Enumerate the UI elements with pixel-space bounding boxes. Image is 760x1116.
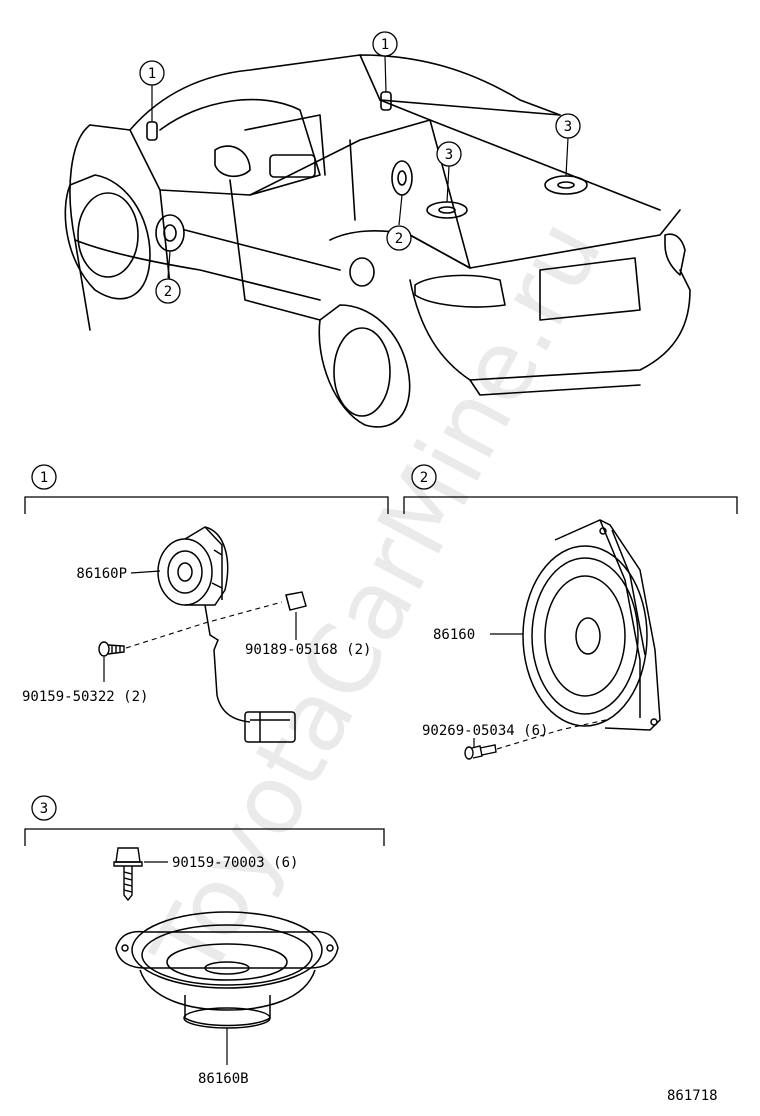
callout-2-rear-door: 2 <box>386 225 412 251</box>
bolt-90269-05034-illustration <box>464 744 497 760</box>
section-3-rear-shelf-speaker: 3 90159-70003 (6) 86160B <box>24 795 385 1087</box>
tweeter-86160p-illustration <box>157 526 296 743</box>
part-label-90269-05034: 90269-05034 (6) <box>422 723 548 739</box>
callout-3-left-shelf: 3 <box>436 141 462 167</box>
section-1-number: 1 <box>40 470 48 486</box>
part-label-90159-70003: 90159-70003 (6) <box>172 855 298 871</box>
car-overview-illustration <box>64 54 691 428</box>
speaker-86160-illustration <box>522 519 661 731</box>
svg-text:3: 3 <box>445 147 453 163</box>
watermark-text: ToyotaCarMine.ru <box>131 202 624 996</box>
clip-90189-05168-illustration <box>285 591 307 611</box>
overview-leader-lines <box>151 55 569 279</box>
svg-text:2: 2 <box>164 284 172 300</box>
watermark: ToyotaCarMine.ru <box>131 202 624 996</box>
part-label-90189-05168: 90189-05168 (2) <box>245 642 371 658</box>
callout-1-front-tweeter: 1 <box>139 60 165 86</box>
screw-90159-50322-illustration <box>98 641 125 657</box>
svg-text:1: 1 <box>148 66 156 82</box>
callout-2-front-door: 2 <box>155 278 181 304</box>
section-3-number: 3 <box>40 801 48 817</box>
section-2-number: 2 <box>420 470 428 486</box>
svg-text:3: 3 <box>564 119 572 135</box>
figure-id: 861718 <box>667 1088 718 1104</box>
overview-callouts: 1 1 2 2 3 3 <box>139 31 581 304</box>
section-2-door-speaker: 2 86160 90269-05034 (6) <box>403 464 738 760</box>
part-label-86160: 86160 <box>433 627 475 643</box>
svg-text:2: 2 <box>395 231 403 247</box>
section-1-tweeter: 1 86160P 90189-05 <box>22 464 389 743</box>
callout-1-rear-tweeter: 1 <box>372 31 398 57</box>
part-label-86160p: 86160P <box>76 566 127 582</box>
svg-text:1: 1 <box>381 37 389 53</box>
speaker-86160b-illustration <box>115 911 339 1029</box>
screw-90159-70003-illustration <box>113 847 143 902</box>
part-label-90159-50322: 90159-50322 (2) <box>22 689 148 705</box>
part-label-86160b: 86160B <box>198 1071 249 1087</box>
callout-3-right-shelf: 3 <box>555 113 581 139</box>
